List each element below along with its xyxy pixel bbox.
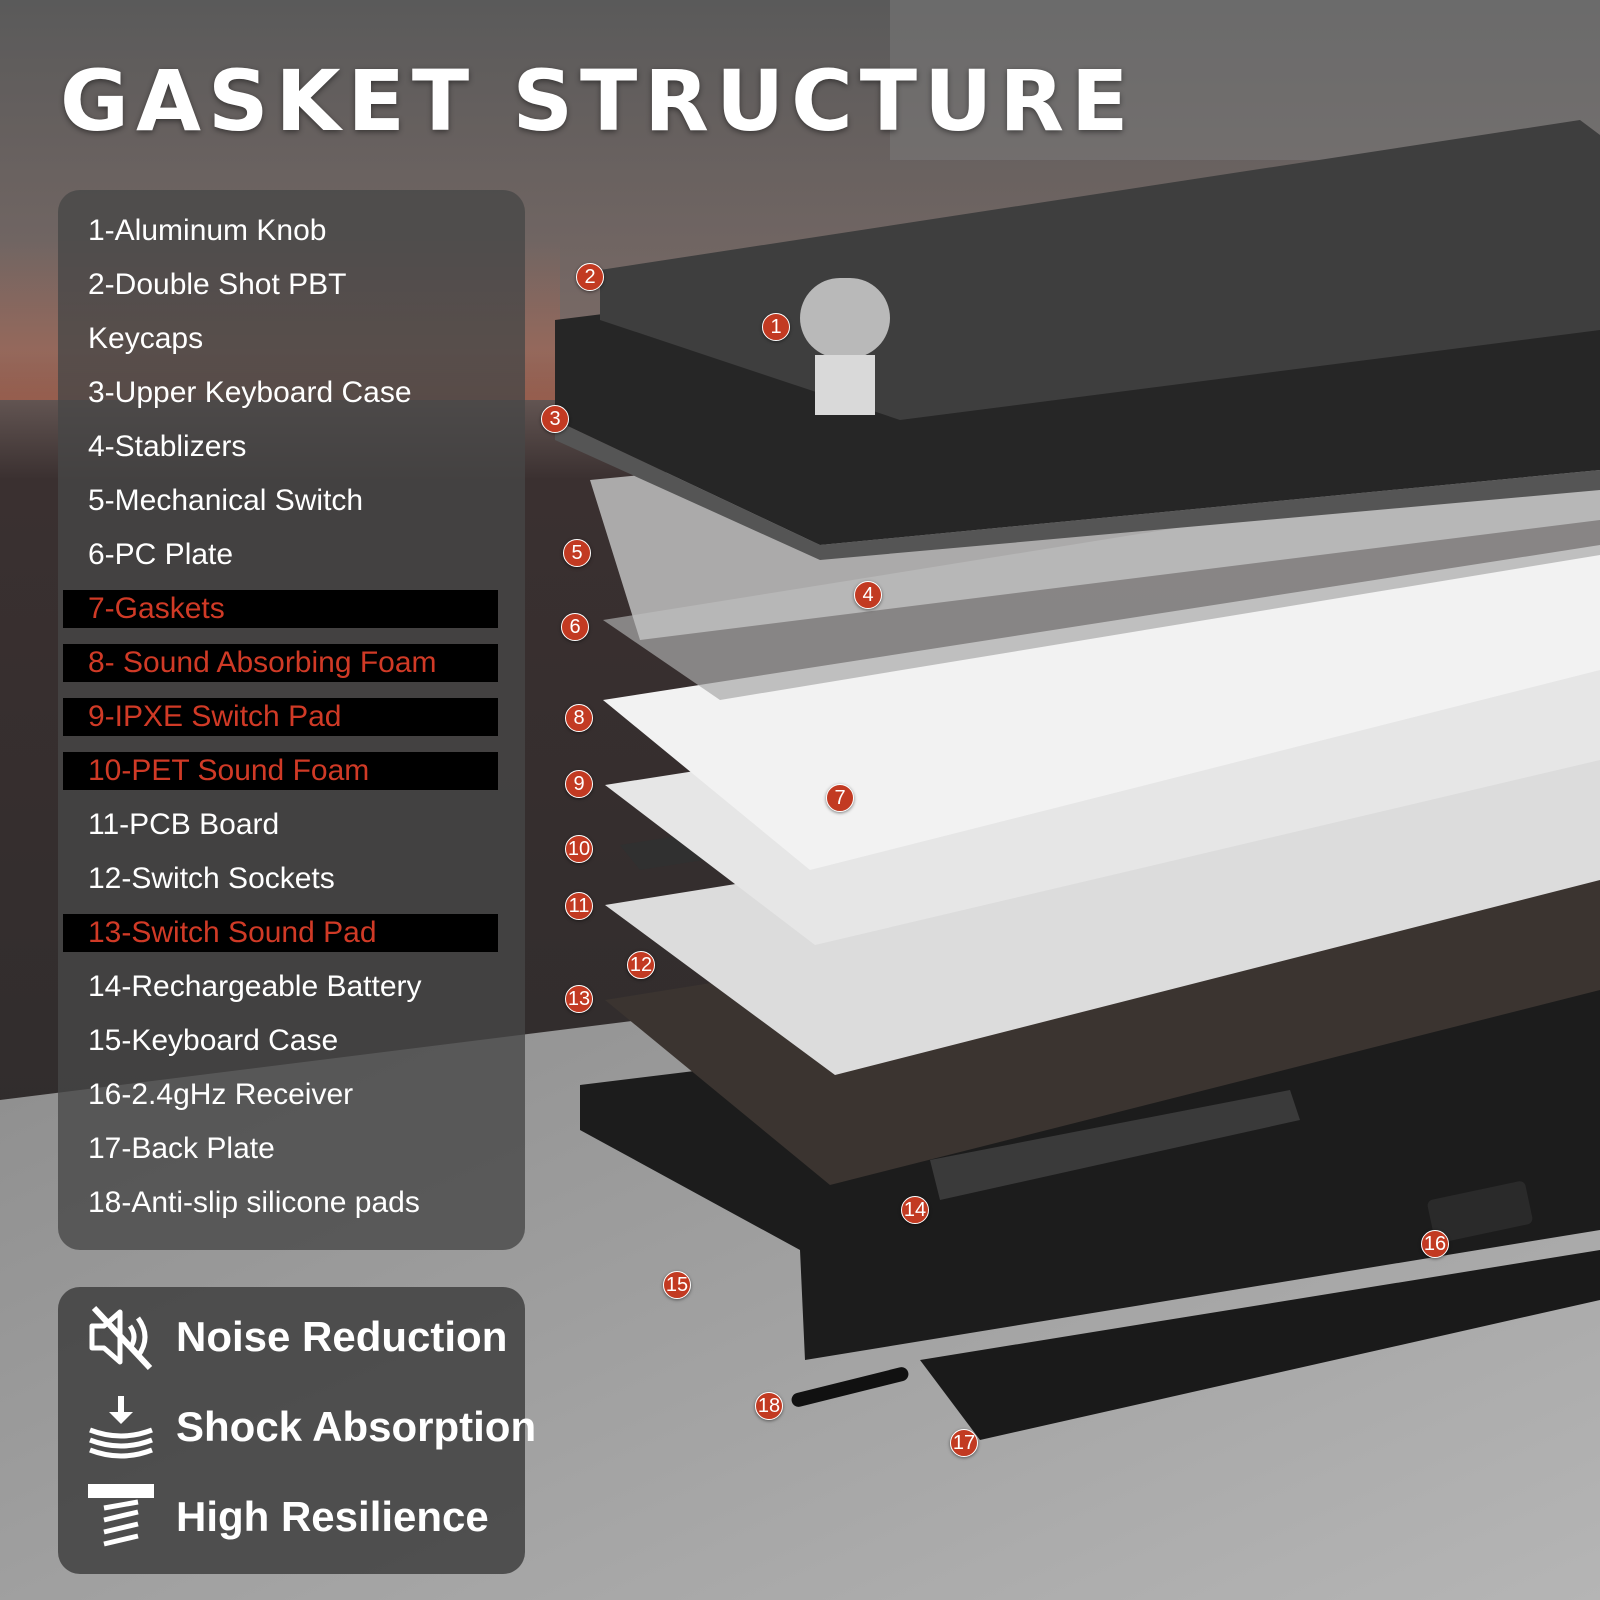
callout-1: 1	[762, 313, 790, 341]
glass-panel	[890, 0, 1600, 160]
part-item: 7-Gaskets	[63, 590, 498, 628]
callout-6: 6	[561, 613, 589, 641]
part-item: 5-Mechanical Switch	[88, 484, 364, 517]
part-item: 18-Anti-slip silicone pads	[88, 1186, 420, 1219]
callout-14: 14	[901, 1196, 929, 1224]
callout-16: 16	[1421, 1230, 1449, 1258]
part-item: 17-Back Plate	[88, 1132, 275, 1165]
part-item: 8- Sound Absorbing Foam	[63, 644, 498, 682]
callout-11: 11	[565, 892, 593, 920]
callout-15: 15	[663, 1271, 691, 1299]
callout-18: 18	[755, 1392, 783, 1420]
callout-5: 5	[563, 539, 591, 567]
pcb-board	[605, 745, 1600, 1075]
part-item: 14-Rechargeable Battery	[88, 970, 422, 1003]
part-item: 10-PET Sound Foam	[63, 752, 498, 790]
part-item: 6-PC Plate	[88, 538, 234, 571]
feature-high-resilience: High Resilience	[86, 1477, 489, 1557]
callout-17: 17	[950, 1429, 978, 1457]
callout-3: 3	[541, 405, 569, 433]
features-panel: Noise Reduction Shock Absorption High Re…	[58, 1287, 536, 1574]
upper-case-rim	[555, 420, 1600, 560]
callout-7: 7	[826, 784, 854, 812]
callout-9: 9	[565, 770, 593, 798]
speaker-mute-icon	[89, 1305, 153, 1371]
shock-absorption-icon	[89, 1396, 153, 1459]
part-item: 1-Aluminum Knob	[88, 214, 327, 247]
anti-slip-pad	[791, 1367, 909, 1407]
part-item: 13-Switch Sound Pad	[63, 914, 498, 952]
feature-label: Noise Reduction	[176, 1313, 508, 1360]
part-item: Keycaps	[88, 322, 204, 355]
part-item: 15-Keyboard Case	[88, 1024, 339, 1057]
callout-12: 12	[627, 951, 655, 979]
callout-4: 4	[854, 581, 882, 609]
part-item: 9-IPXE Switch Pad	[63, 698, 498, 736]
receiver	[1427, 1181, 1533, 1243]
callout-13: 13	[565, 985, 593, 1013]
feature-shock-absorption: Shock Absorption	[86, 1387, 536, 1467]
part-item: 16-2.4gHz Receiver	[88, 1078, 354, 1111]
feature-noise-reduction: Noise Reduction	[86, 1297, 507, 1377]
part-item: 11-PCB Board	[88, 808, 280, 841]
back-plate	[920, 1250, 1600, 1440]
page-title: GASKET STRUCTURE	[60, 52, 1136, 150]
callout-8: 8	[565, 704, 593, 732]
feature-label: Shock Absorption	[176, 1403, 537, 1450]
spring-icon	[88, 1484, 154, 1547]
part-item: 3-Upper Keyboard Case	[88, 376, 412, 409]
parts-list-panel: 1-Aluminum Knob 2-Double Shot PBT Keycaps 3…	[58, 190, 525, 1250]
aluminum-knob	[800, 278, 890, 358]
callout-2: 2	[576, 263, 604, 291]
part-item: 12-Switch Sockets	[88, 862, 335, 895]
callout-10: 10	[565, 835, 593, 863]
feature-label: High Resilience	[176, 1493, 489, 1540]
battery	[930, 1090, 1300, 1200]
sound-foam	[603, 545, 1600, 870]
part-item: 4-Stablizers	[88, 430, 247, 463]
part-item: 2-Double Shot PBT	[88, 268, 347, 301]
